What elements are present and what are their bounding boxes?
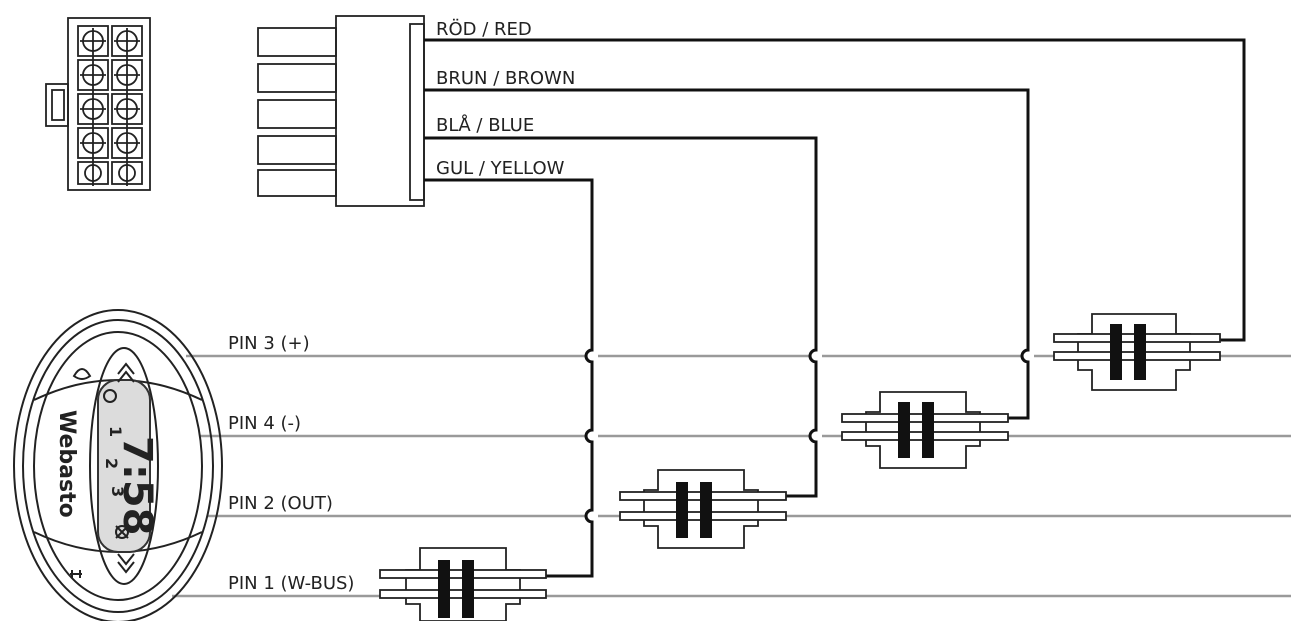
controller-mode-number-3: 3 xyxy=(108,486,127,497)
pin-label-2: PIN 2 (OUT) xyxy=(228,493,333,514)
clock-icon xyxy=(103,389,117,403)
down-arrow-icon xyxy=(117,553,135,574)
splice-connector-1 xyxy=(379,547,547,622)
splice-connector-4 xyxy=(1053,313,1221,391)
splice-connectors xyxy=(379,313,1221,622)
fan-icon xyxy=(115,525,129,539)
connector-front-view xyxy=(45,17,151,191)
wire-label-red: RÖD / RED xyxy=(436,18,532,40)
wire-label-blue: BLÅ / BLUE xyxy=(436,114,534,136)
wire-label-brown: BRUN / BROWN xyxy=(436,68,575,89)
wire-label-yellow: GUL / YELLOW xyxy=(436,158,565,179)
controller-brand: Webasto xyxy=(54,410,79,518)
controller-mode-number-2: 2 xyxy=(102,458,121,469)
wire-yellow xyxy=(424,178,594,578)
wire-blue xyxy=(424,136,818,498)
splice-connector-2 xyxy=(619,469,787,549)
pin-label-1: PIN 1 (W-BUS) xyxy=(228,573,354,594)
pin-label-3: PIN 3 (+) xyxy=(228,333,310,354)
splice-connector-3 xyxy=(841,391,1009,469)
settings-icon xyxy=(70,570,82,578)
pin-label-4: PIN 4 (-) xyxy=(228,413,301,434)
controller-display xyxy=(97,379,151,553)
controller-mode-number-1: 1 xyxy=(106,426,125,437)
wire-brown xyxy=(424,88,1030,420)
up-arrow-icon xyxy=(117,362,135,383)
connector-side-view xyxy=(257,15,425,207)
wires xyxy=(424,38,1246,578)
flame-icon xyxy=(72,368,92,380)
controller-display-value: 7:58 xyxy=(114,436,160,536)
connector-pin-grid xyxy=(77,25,143,186)
